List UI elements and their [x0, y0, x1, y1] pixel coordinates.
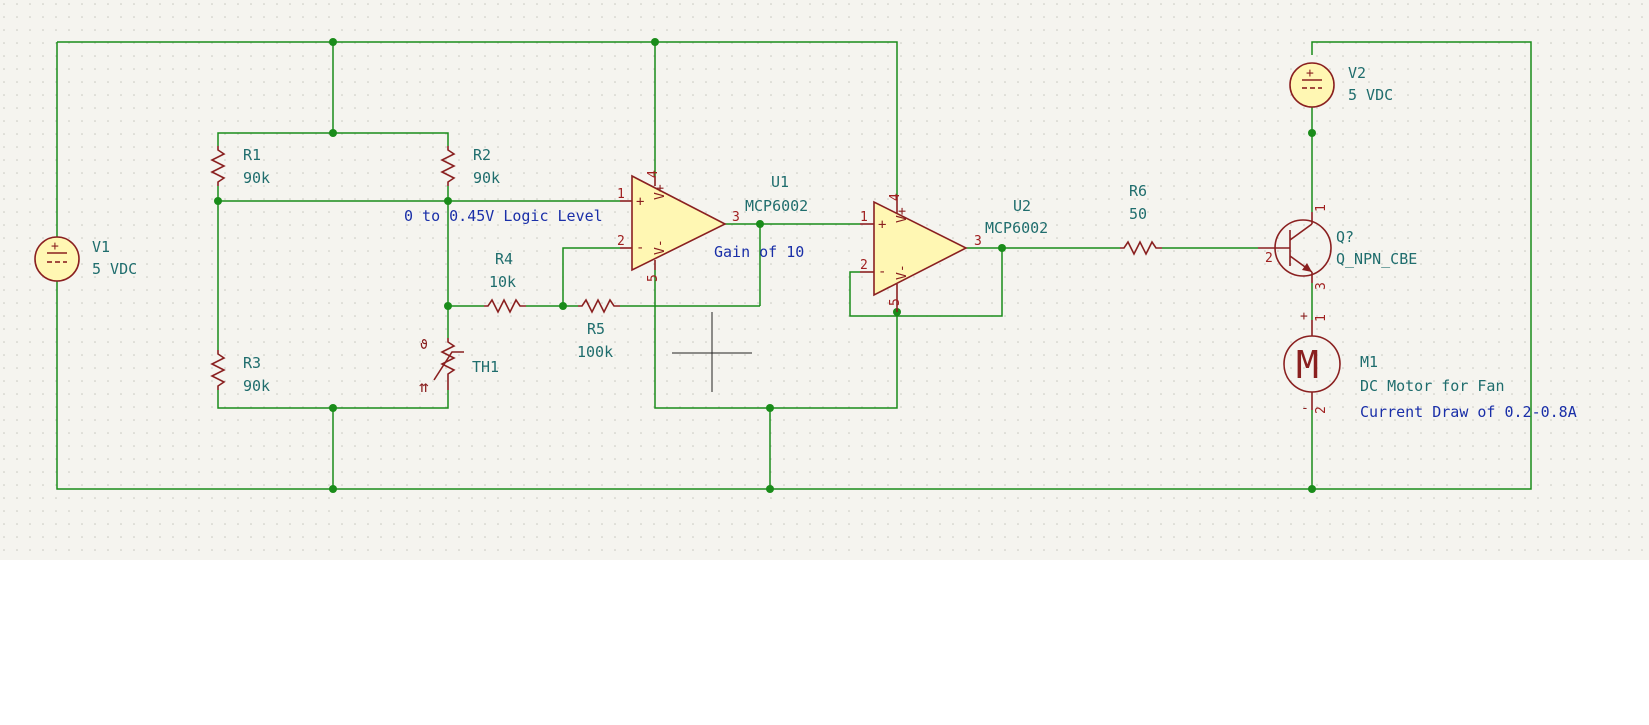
junction	[998, 244, 1006, 252]
motor-minus-sign: -	[1301, 401, 1309, 416]
note-logic-level[interactable]: 0 to 0.45V Logic Level	[404, 207, 603, 225]
voltage-source-v2[interactable]: + V2 5 VDC	[1289, 62, 1393, 108]
motor-plus-sign: +	[1300, 309, 1308, 324]
junction	[329, 485, 337, 493]
u2-vminus-label: V-	[895, 264, 910, 280]
q-value-label: Q_NPN_CBE	[1336, 250, 1417, 268]
u2-pin-5: 5	[888, 298, 903, 306]
voltage-source-v1[interactable]: + V1 5 VDC	[34, 236, 137, 282]
junction	[1308, 129, 1316, 137]
m1-value-label: DC Motor for Fan	[1360, 377, 1505, 395]
motor-m-glyph: M	[1296, 343, 1319, 387]
resistor-r4[interactable]: R4 10k	[484, 250, 526, 314]
m1-pin-2: 2	[1314, 406, 1329, 414]
opamp-u1[interactable]: + - V+ V- 1 2 3 4 5 U1 MCP6002	[617, 170, 808, 282]
junction	[559, 302, 567, 310]
resistor-r1[interactable]: R1 90k	[210, 146, 270, 187]
wires	[56, 41, 1532, 490]
q-pin-collector: 1	[1314, 204, 1329, 212]
junction	[651, 38, 659, 46]
crosshair-cursor	[672, 312, 752, 392]
u1-vplus-label: V+	[653, 184, 668, 200]
u2-pin-4: 4	[888, 193, 903, 201]
junction	[766, 485, 774, 493]
motor-m1[interactable]: M + - 1 2 M1 DC Motor for Fan	[1283, 309, 1505, 416]
u1-pin-1: 1	[617, 187, 625, 202]
v1-plus-sign: +	[51, 239, 59, 254]
r4-ref-label: R4	[495, 250, 513, 268]
r5-value-label: 100k	[577, 343, 613, 361]
r1-value-label: 90k	[243, 169, 270, 187]
u1-pin-3: 3	[732, 210, 740, 225]
resistor-r3[interactable]: R3 90k	[210, 350, 270, 395]
wire-u1-inv	[562, 247, 620, 306]
u1-minus-sign: -	[636, 240, 644, 256]
u1-value-label: MCP6002	[745, 197, 808, 215]
v2-value-label: 5 VDC	[1348, 86, 1393, 104]
q-ref-label: Q?	[1336, 228, 1354, 246]
u1-pin-2: 2	[617, 234, 625, 249]
wire-u1-vminus	[654, 270, 898, 409]
r2-value-label: 90k	[473, 169, 500, 187]
u1-pin-4: 4	[646, 170, 661, 178]
opamp-u2[interactable]: + - V+ V- 1 2 3 4 5 U2 MCP6002	[860, 193, 1048, 312]
grid-background	[0, 0, 1649, 560]
emitter-arrow-icon	[1302, 263, 1312, 272]
junction	[444, 302, 452, 310]
junction	[766, 404, 774, 412]
u1-vminus-label: V-	[653, 239, 668, 255]
junction	[756, 220, 764, 228]
v2-plus-sign: +	[1306, 66, 1314, 81]
th1-ref-label: TH1	[472, 358, 499, 376]
wire-left-rail-bottom	[56, 41, 1532, 490]
v1-ref-label: V1	[92, 238, 110, 256]
r6-ref-label: R6	[1129, 182, 1147, 200]
u1-ref-label: U1	[771, 173, 789, 191]
u2-value-label: MCP6002	[985, 219, 1048, 237]
r3-value-label: 90k	[243, 377, 270, 395]
thermistor-th1[interactable]: ϑ ⇈ TH1	[419, 338, 499, 396]
v1-value-label: 5 VDC	[92, 260, 137, 278]
resistor-r2[interactable]: R2 90k	[440, 146, 500, 187]
r4-value-label: 10k	[489, 273, 516, 291]
note-current-draw[interactable]: Current Draw of 0.2-0.8A	[1360, 403, 1577, 421]
v2-ref-label: V2	[1348, 64, 1366, 82]
junction	[329, 38, 337, 46]
thermistor-theta-icon: ϑ	[420, 338, 428, 353]
m1-ref-label: M1	[1360, 353, 1378, 371]
u2-pin-3: 3	[974, 234, 982, 249]
junction	[444, 197, 452, 205]
u2-minus-sign: -	[878, 264, 886, 280]
u2-plus-sign: +	[878, 217, 886, 233]
r3-ref-label: R3	[243, 354, 261, 372]
q-pin-emitter: 3	[1314, 282, 1329, 290]
thermistor-arrows-icon: ⇈	[419, 377, 429, 396]
r2-ref-label: R2	[473, 146, 491, 164]
u2-ref-label: U2	[1013, 197, 1031, 215]
u1-pin-5: 5	[646, 274, 661, 282]
wire-u2-follower	[849, 248, 1003, 317]
r5-ref-label: R5	[587, 320, 605, 338]
q-pin-base: 2	[1265, 251, 1273, 266]
u2-pin-1: 1	[860, 210, 868, 225]
u2-vplus-label: V+	[895, 207, 910, 223]
junction	[329, 404, 337, 412]
junction	[329, 129, 337, 137]
note-gain[interactable]: Gain of 10	[714, 243, 804, 261]
junction	[1308, 485, 1316, 493]
m1-pin-1: 1	[1314, 314, 1329, 322]
r6-value-label: 50	[1129, 205, 1147, 223]
resistor-r6[interactable]: R6 50	[1120, 182, 1162, 256]
junction	[214, 197, 222, 205]
u2-pin-2: 2	[860, 258, 868, 273]
resistor-r5[interactable]: R5 100k	[577, 298, 620, 361]
junctions	[214, 38, 1316, 493]
transistor-q[interactable]: 2 1 3 Q? Q_NPN_CBE	[1258, 204, 1417, 290]
u1-plus-sign: +	[636, 194, 644, 210]
r1-ref-label: R1	[243, 146, 261, 164]
